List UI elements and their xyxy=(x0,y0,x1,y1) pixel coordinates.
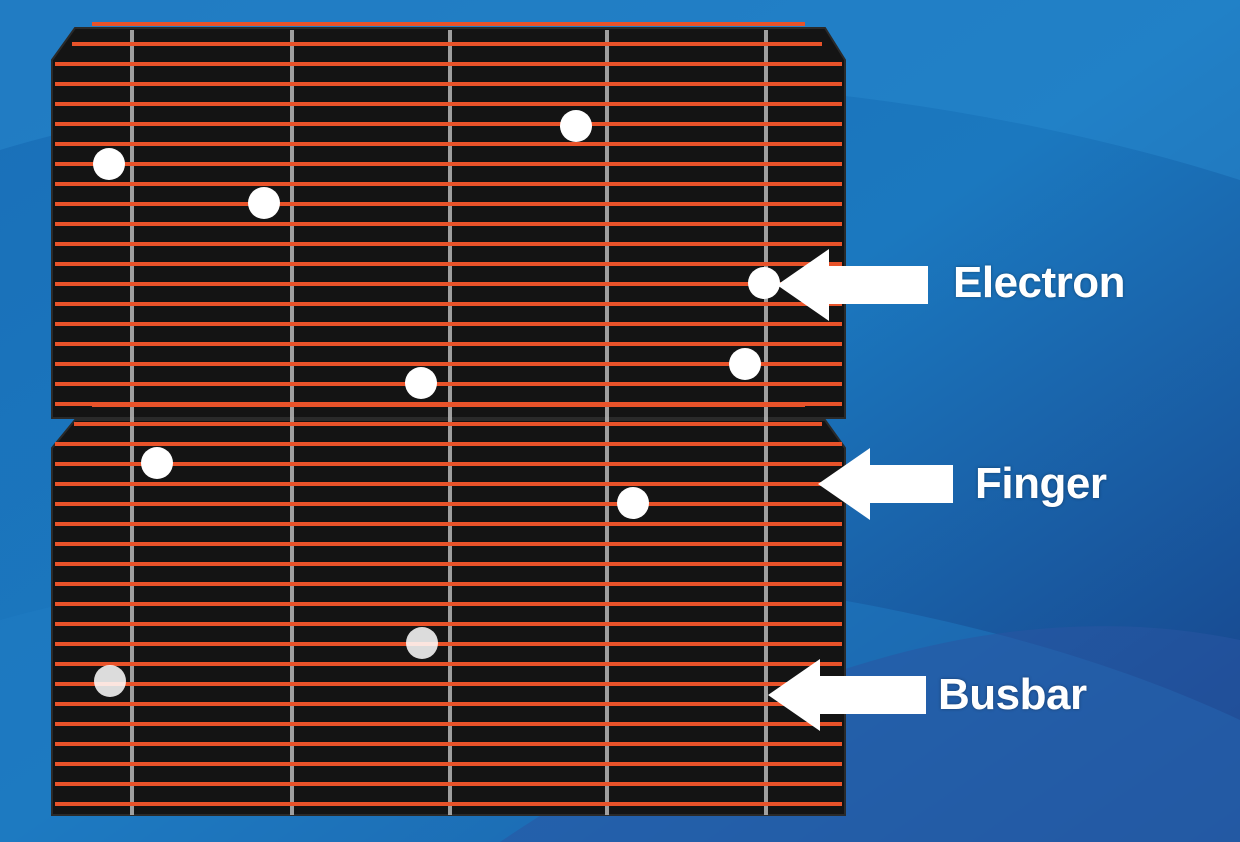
busbar-label: Busbar xyxy=(938,670,1087,719)
electron-label: Electron xyxy=(953,258,1126,307)
electron-6 xyxy=(405,367,437,399)
arrows xyxy=(768,249,953,731)
electron-9 xyxy=(406,627,438,659)
electron-2 xyxy=(93,148,125,180)
electron-8 xyxy=(617,487,649,519)
electron-1 xyxy=(560,110,592,142)
electron-4 xyxy=(748,267,780,299)
electron-arrow-icon xyxy=(777,249,928,321)
electron-7 xyxy=(141,447,173,479)
fingers xyxy=(55,22,842,806)
electron-10 xyxy=(94,665,126,697)
finger-arrow-icon xyxy=(818,448,953,520)
electron-3 xyxy=(248,187,280,219)
electrons xyxy=(93,110,780,697)
electron-5 xyxy=(729,348,761,380)
busbar-arrow-icon xyxy=(768,659,926,731)
finger-label: Finger xyxy=(975,459,1107,508)
